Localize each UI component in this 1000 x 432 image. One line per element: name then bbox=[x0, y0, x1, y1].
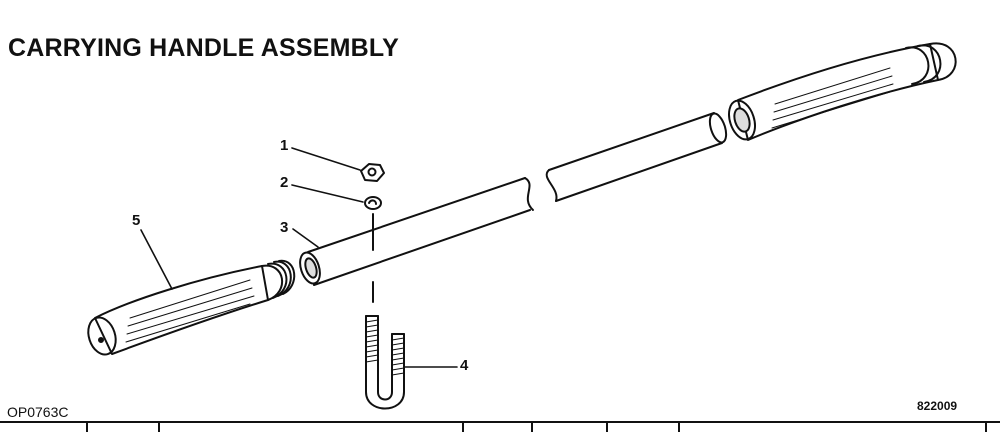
table-column-divider bbox=[606, 421, 608, 432]
table-top-rule bbox=[0, 421, 1000, 423]
callout-1: 1 bbox=[280, 137, 289, 154]
part-code: 822009 bbox=[917, 399, 958, 413]
hex-nut-icon bbox=[360, 163, 385, 182]
grip-icon bbox=[728, 42, 957, 141]
callout-4: 4 bbox=[460, 357, 469, 374]
table-column-divider bbox=[462, 421, 464, 432]
tube-icon bbox=[299, 112, 728, 286]
leader-lines bbox=[140, 147, 458, 368]
callout-2: 2 bbox=[280, 174, 289, 191]
diagram-title: CARRYING HANDLE ASSEMBLY bbox=[8, 34, 399, 62]
grip-icon bbox=[87, 259, 296, 356]
u-bolt-icon bbox=[365, 315, 405, 410]
table-column-divider bbox=[158, 421, 160, 432]
figure-code: OP0763C bbox=[7, 404, 69, 420]
lock-washer-icon bbox=[364, 196, 382, 210]
table-column-divider bbox=[531, 421, 533, 432]
callout-3: 3 bbox=[280, 219, 289, 236]
table-column-divider bbox=[678, 421, 680, 432]
table-column-divider bbox=[985, 421, 987, 432]
callout-5: 5 bbox=[132, 212, 141, 229]
table-column-divider bbox=[86, 421, 88, 432]
